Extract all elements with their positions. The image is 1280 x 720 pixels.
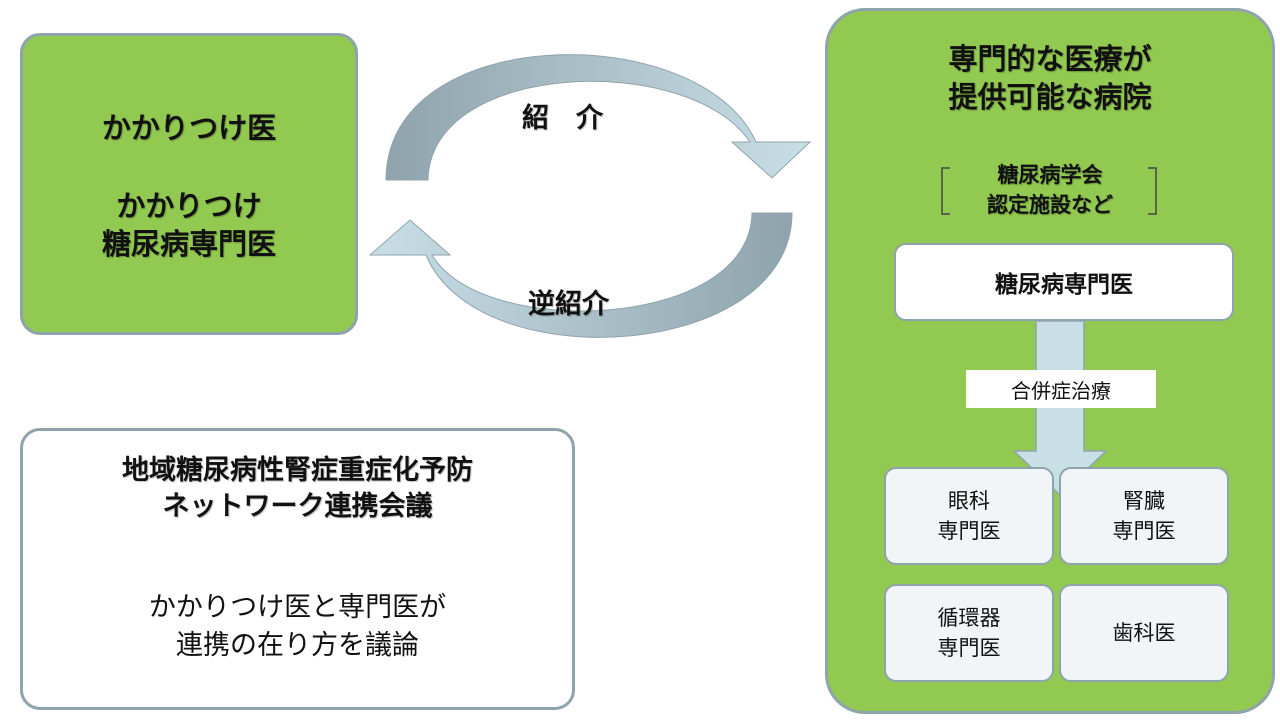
dentistry-line-1: 歯科医 (1112, 621, 1176, 645)
certified-facility-note-2: 認定施設など (987, 193, 1113, 217)
complication-treatment-label-box: 合併症治療 (966, 370, 1156, 408)
referral-label: 紹 介 (522, 103, 603, 134)
network-meeting-title-2: ネットワーク連携会議 (162, 491, 433, 522)
dentistry-card: 歯科医 (1059, 584, 1229, 682)
primary-care-diabetes-label-1: かかりつけ (116, 189, 262, 223)
hospital-title-2: 提供可能な病院 (948, 80, 1152, 114)
ophthalmology-line-2: 専門医 (937, 519, 1001, 543)
diabetes-specialist-box: 糖尿病専門医 (894, 243, 1234, 321)
nephrology-line-2: 専門医 (1112, 519, 1176, 543)
nephrology-card: 腎臓 専門医 (1059, 467, 1229, 565)
cardiology-line-2: 専門医 (937, 636, 1001, 660)
network-meeting-body-2: 連携の在り方を議論 (176, 630, 419, 661)
cardiology-card: 循環器 専門医 (884, 584, 1054, 682)
referral-arrows (368, 54, 812, 338)
ophthalmology-line-1: 眼科 (948, 489, 990, 513)
network-meeting-box: 地域糖尿病性腎症重症化予防 ネットワーク連携会議 かかりつけ医と専門医が 連携の… (20, 428, 575, 710)
ophthalmology-card: 眼科 専門医 (884, 467, 1054, 565)
complication-treatment-label: 合併症治療 (1011, 378, 1111, 403)
hospital-title-1: 専門的な医療が (948, 42, 1152, 76)
network-meeting-body-1: かかりつけ医と専門医が (148, 592, 447, 623)
nephrology-line-1: 腎臓 (1123, 489, 1165, 513)
cardiology-line-1: 循環器 (937, 606, 1001, 630)
diabetes-specialist-label: 糖尿病専門医 (995, 272, 1133, 298)
reverse-referral-label: 逆紹介 (528, 289, 609, 320)
primary-care-diabetes-label-2: 糖尿病専門医 (101, 227, 276, 261)
primary-care-doctor-label: かかりつけ医 (101, 111, 277, 145)
reverse-referral-arrow (368, 212, 793, 338)
bracket-right-icon (1148, 167, 1157, 215)
primary-care-box: かかりつけ医 かかりつけ 糖尿病専門医 (20, 33, 358, 335)
bracket-left-icon (941, 167, 950, 215)
certified-facility-note-1: 糖尿病学会 (997, 163, 1103, 187)
referral-arrow (385, 54, 812, 181)
network-meeting-title-1: 地域糖尿病性腎症重症化予防 (122, 455, 473, 486)
